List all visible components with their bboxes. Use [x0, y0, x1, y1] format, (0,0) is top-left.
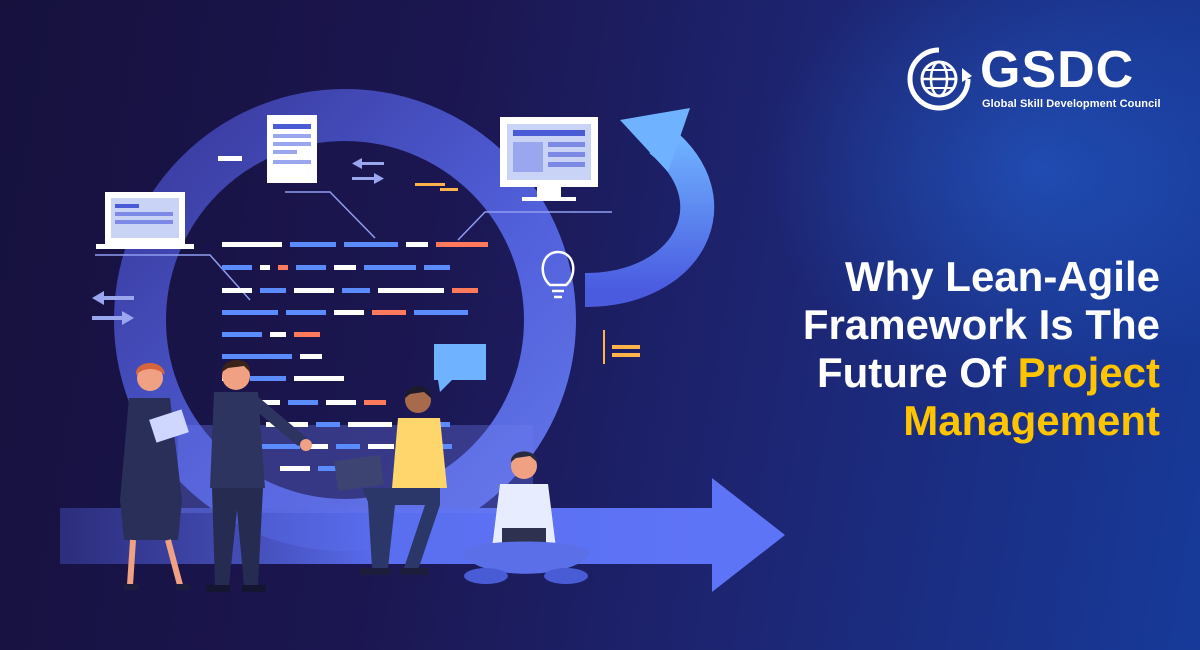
laptop-icon: [96, 192, 194, 249]
brand-name: GSDC: [980, 41, 1135, 99]
tag-mark: [603, 330, 640, 364]
document-icon: [267, 115, 317, 183]
brand-logo: GSDC Global Skill Development Council: [906, 41, 1161, 114]
person-woman-tablet: [120, 362, 190, 590]
dash-mark: [218, 156, 242, 161]
monitor-icon: [500, 117, 598, 201]
globe-icon: [907, 47, 972, 111]
headline: Why Lean-Agile Framework Is The Future O…: [700, 253, 1160, 445]
brand-tagline: Global Skill Development Council: [982, 98, 1161, 110]
headline-accent-project: Project: [1017, 349, 1160, 396]
arrows-icon: [352, 158, 384, 184]
person-man-sitting: [462, 451, 590, 584]
headline-line-1: Why Lean-Agile: [844, 253, 1160, 300]
arrows-icon: [92, 291, 134, 325]
curved-arrow: [584, 108, 715, 307]
lightbulb-icon: [541, 250, 575, 299]
background-glow: [760, 0, 1200, 400]
headline-line-2: Framework Is The: [802, 301, 1160, 348]
tag-mark: [415, 183, 458, 191]
headline-line-3-prefix: Future Of: [816, 349, 1018, 396]
connector-lines: [95, 191, 612, 301]
speech-bubble-icon: [434, 344, 486, 392]
headline-line-3: Future Of Project: [700, 349, 1160, 397]
headline-line-4: Management: [903, 397, 1160, 444]
code-lines: [222, 242, 488, 471]
person-man-standing: [206, 360, 312, 592]
person-man-yellow-laptop: [334, 386, 447, 575]
